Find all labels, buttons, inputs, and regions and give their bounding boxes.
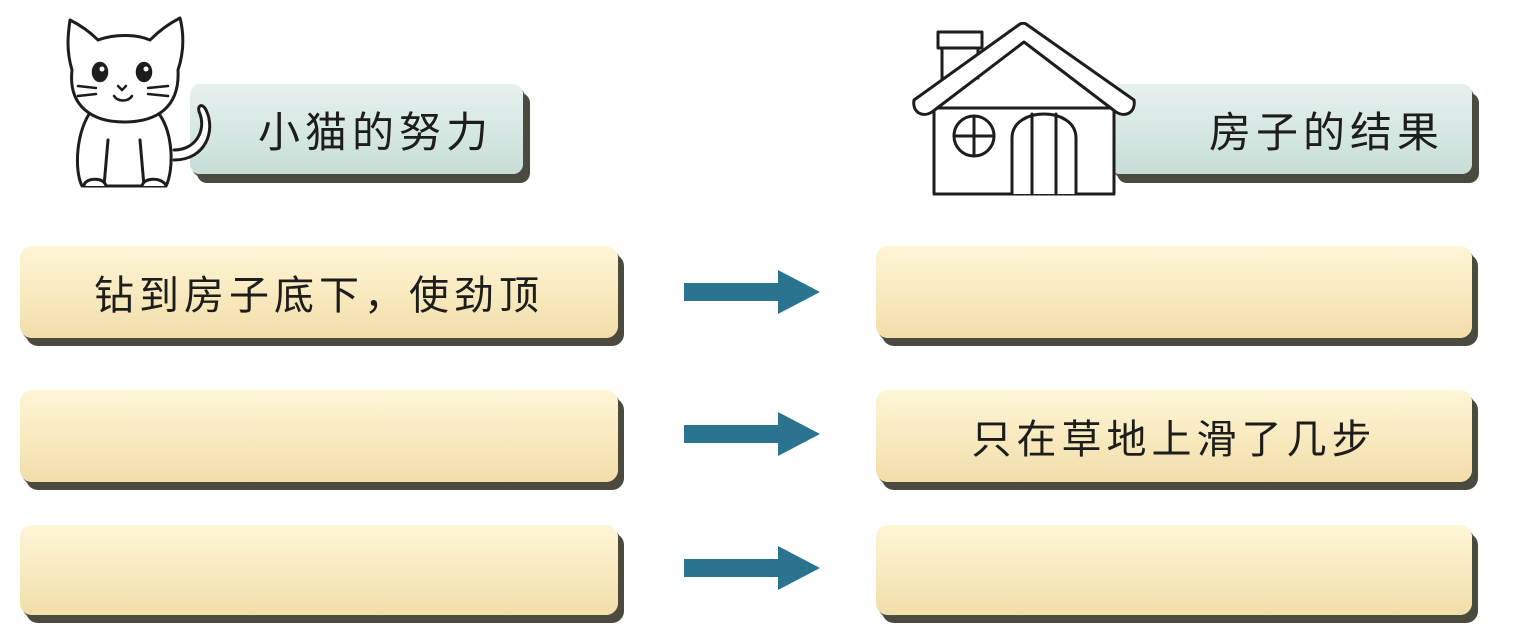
house-result-box-1[interactable] [876, 246, 1472, 338]
cat-effort-header: 小猫的努力 [190, 84, 523, 174]
cat-icon [66, 16, 212, 188]
right-arrow-icon [684, 270, 820, 314]
cat-effort-box-3[interactable] [20, 525, 618, 615]
house-result-box-2[interactable]: 只在草地上滑了几步 [876, 390, 1472, 482]
cat-effort-title: 小猫的努力 [257, 107, 493, 157]
right-arrow-icon [684, 412, 820, 456]
right-arrow-icon [684, 546, 820, 590]
cat-effort-box-2[interactable] [20, 390, 618, 482]
cat-effort-text-1: 钻到房子底下，使劲顶 [94, 273, 544, 319]
house-result-text-2: 只在草地上滑了几步 [971, 417, 1377, 463]
house-result-header: 房子的结果 [1110, 84, 1472, 174]
house-result-box-3[interactable] [876, 525, 1472, 615]
house-icon [912, 22, 1136, 196]
cat-effort-box-1[interactable]: 钻到房子底下，使劲顶 [20, 246, 618, 338]
house-result-title: 房子的结果 [1208, 107, 1444, 157]
